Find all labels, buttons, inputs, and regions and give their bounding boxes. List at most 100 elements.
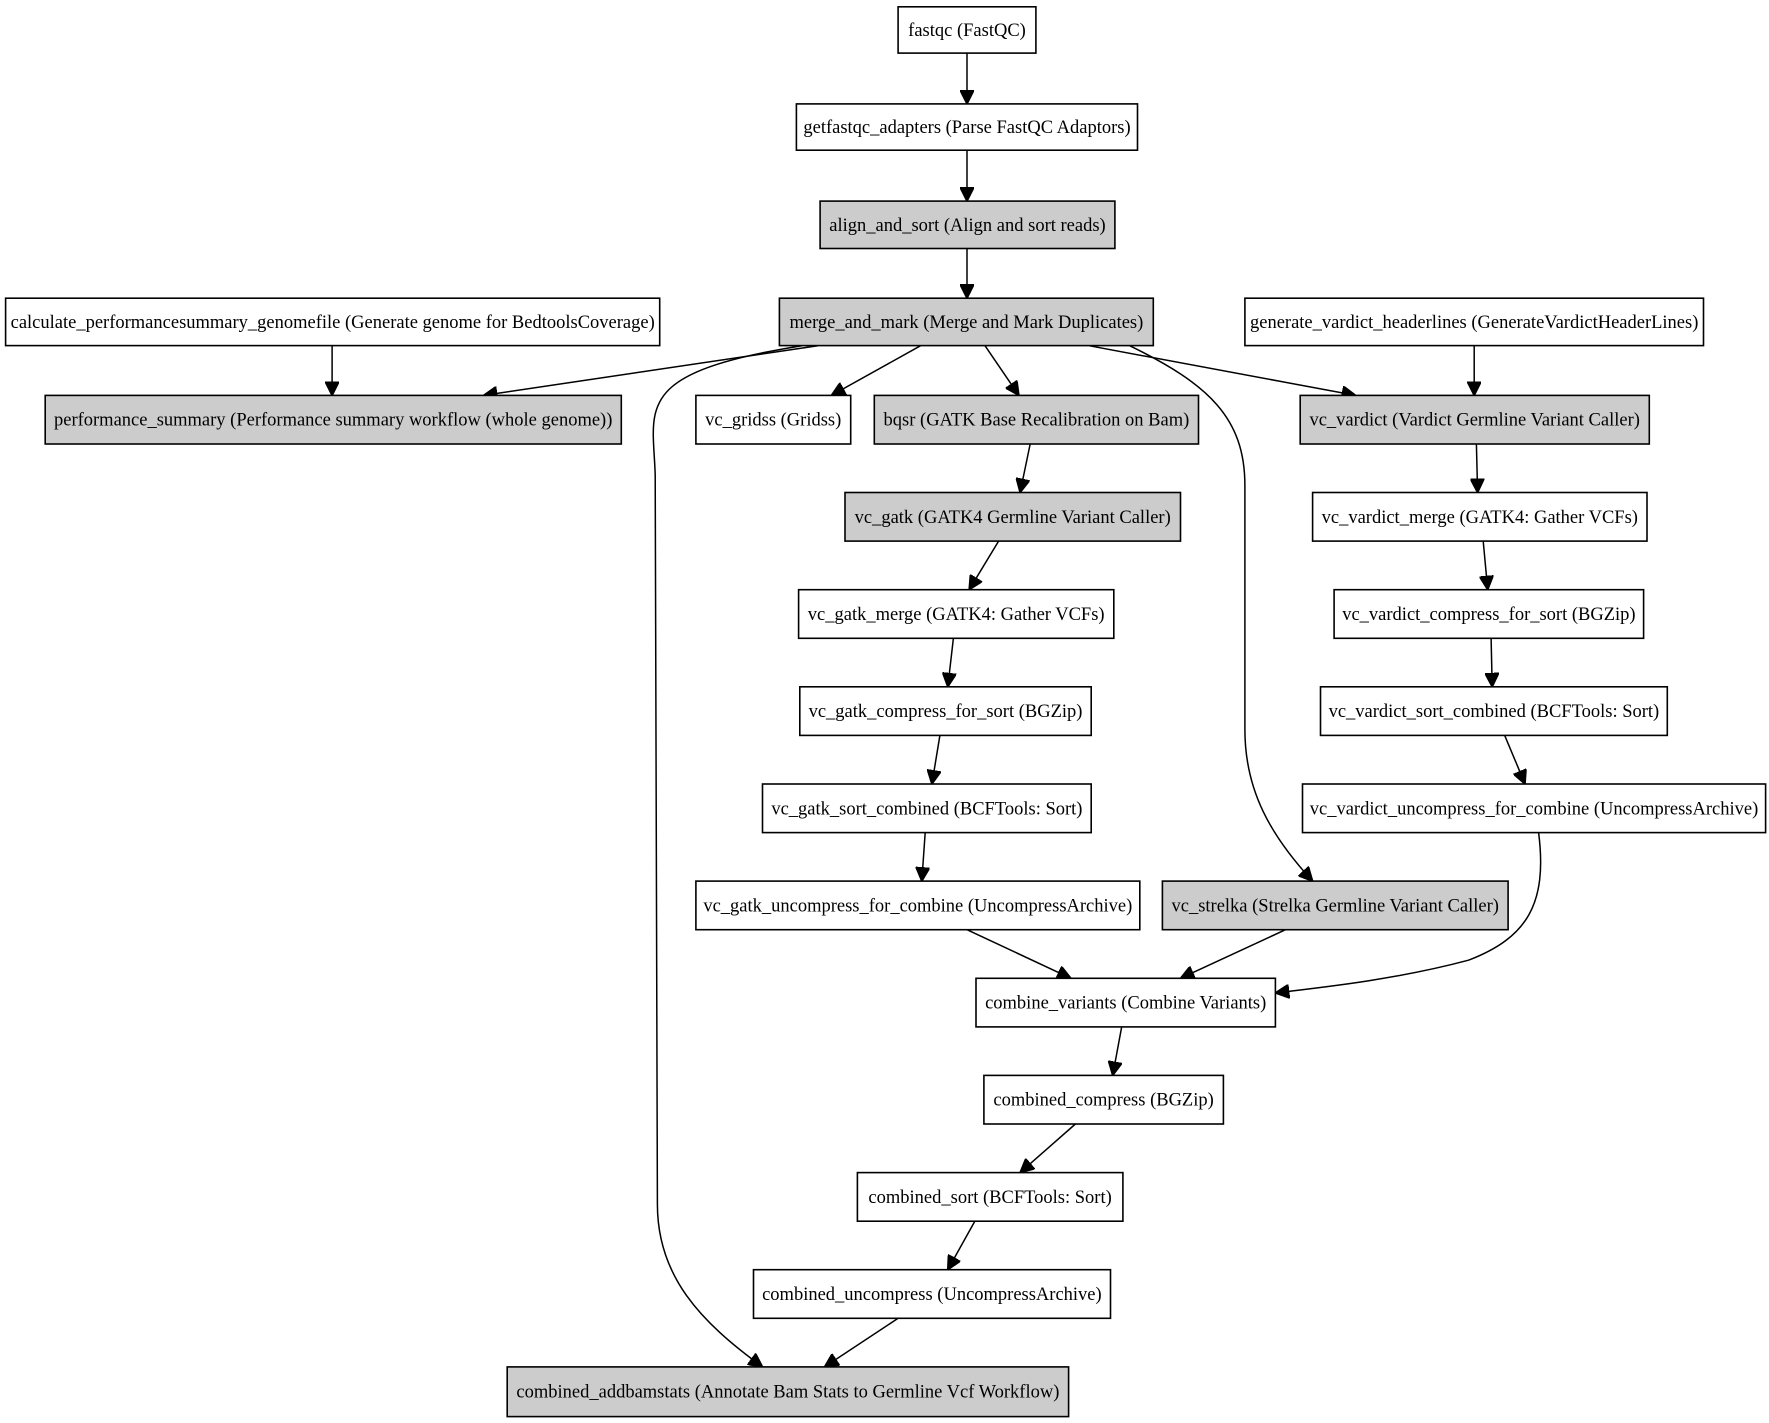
node-box (695, 880, 1141, 931)
node-box (1333, 588, 1645, 640)
node-box (983, 1074, 1225, 1125)
node-vc-vardict-sort-combined: vc_vardict_sort_combined (BCFTools: Sort… (1319, 685, 1669, 737)
edge-vc-vardict-merge-to-vc-vardict-compress-for-sort (1483, 541, 1488, 590)
node-box (752, 1268, 1112, 1320)
node-vc-gatk: vc_gatk (GATK4 Germline Variant Caller) (844, 491, 1182, 542)
node-combined-uncompress: combined_uncompress (UncompressArchive) (752, 1268, 1112, 1320)
node-label: performance_summary (Performance summary… (54, 411, 612, 431)
edge-bqsr-to-vc-gatk (1020, 443, 1031, 493)
node-label: vc_gatk_sort_combined (BCFTools: Sort) (771, 799, 1082, 819)
node-box (506, 1366, 1070, 1418)
node-vc-vardict-compress-for-sort: vc_vardict_compress_for_sort (BGZip) (1333, 588, 1645, 640)
node-merge-and-mark: merge_and_mark (Merge and Mark Duplicate… (778, 297, 1155, 347)
node-label: vc_vardict_uncompress_for_combine (Uncom… (1310, 799, 1758, 819)
node-box (44, 394, 623, 445)
node-label: vc_vardict_sort_combined (BCFTools: Sort… (1329, 702, 1660, 722)
edge-merge-and-mark-to-bqsr (984, 345, 1019, 396)
node-combined-sort: combined_sort (BCFTools: Sort) (856, 1171, 1124, 1222)
node-box (1244, 297, 1705, 347)
node-label: merge_and_mark (Merge and Mark Duplicate… (790, 313, 1144, 333)
node-box (819, 200, 1116, 250)
node-label: getfastqc_adapters (Parse FastQC Adaptor… (803, 118, 1130, 138)
edge-merge-and-mark-to-performance-summary (484, 344, 819, 396)
node-box (761, 783, 1093, 834)
node-box (795, 103, 1139, 152)
edge-vc-vardict-compress-for-sort-to-vc-vardict-sort-combined (1491, 638, 1492, 687)
node-label: combined_sort (BCFTools: Sort) (868, 1188, 1111, 1208)
edge-merge-and-mark-to-vc-gridss (831, 345, 921, 396)
node-box (1161, 880, 1509, 931)
node-vc-gatk-uncompress-for-combine: vc_gatk_uncompress_for_combine (Uncompre… (695, 880, 1141, 931)
node-layer: fastqc (FastQC) getfastqc_adapters (Parse… (4, 6, 1767, 1418)
node-align-and-sort: align_and_sort (Align and sort reads) (819, 200, 1116, 250)
node-label: combined_addbamstats (Annotate Bam Stats… (516, 1383, 1059, 1403)
edge-vc-strelka-to-combine-variants (1181, 929, 1286, 979)
edge-combine-variants-to-combined-compress (1113, 1026, 1123, 1076)
node-box (844, 491, 1182, 542)
edge-vc-vardict-to-vc-vardict-merge (1476, 443, 1477, 493)
node-label: bqsr (GATK Base Recalibration on Bam) (884, 411, 1190, 431)
edge-vc-gatk-compress-for-sort-to-vc-gatk-sort-combined (932, 735, 940, 784)
node-box (975, 977, 1277, 1028)
node-combined-compress: combined_compress (BGZip) (983, 1074, 1225, 1125)
node-vc-strelka: vc_strelka (Strelka Germline Variant Cal… (1161, 880, 1509, 931)
node-box (1301, 783, 1767, 834)
edge-merge-and-mark-to-vc-vardict (1088, 344, 1356, 396)
node-label: vc_gatk (GATK4 Germline Variant Caller) (855, 508, 1171, 528)
node-calculate-performancesummary-genomefile: calculate_performancesummary_genomefile … (4, 297, 661, 347)
node-label: calculate_performancesummary_genomefile … (11, 313, 655, 333)
node-performance-summary: performance_summary (Performance summary… (44, 394, 623, 445)
node-label: fastqc (FastQC) (908, 21, 1026, 41)
node-label: vc_strelka (Strelka Germline Variant Cal… (1171, 896, 1498, 916)
node-vc-gatk-compress-for-sort: vc_gatk_compress_for_sort (BGZip) (798, 685, 1092, 737)
edge-vc-vardict-uncompress-for-combine-to-combine-variants (1275, 832, 1542, 993)
edge-combined-sort-to-combined-uncompress (948, 1220, 976, 1270)
node-label: vc_vardict (Vardict Germline Variant Cal… (1309, 411, 1639, 431)
node-vc-gatk-merge: vc_gatk_merge (GATK4: Gather VCFs) (797, 588, 1115, 640)
node-label: vc_gridss (Gridss) (705, 411, 841, 431)
node-box (1299, 394, 1651, 445)
node-generate-vardict-headerlines: generate_vardict_headerlines (GenerateVa… (1244, 297, 1705, 347)
node-box (1319, 685, 1669, 737)
node-label: generate_vardict_headerlines (GenerateVa… (1250, 313, 1698, 333)
edge-vc-gatk-to-vc-gatk-merge (969, 540, 1000, 590)
node-label: vc_gatk_merge (GATK4: Gather VCFs) (808, 605, 1105, 625)
node-fastqc: fastqc (FastQC) (897, 6, 1037, 54)
node-getfastqc-adapters: getfastqc_adapters (Parse FastQC Adaptor… (795, 103, 1139, 152)
node-label: vc_gatk_uncompress_for_combine (Uncompre… (703, 896, 1132, 916)
edge-layer (332, 53, 1542, 1367)
node-box (4, 297, 661, 347)
node-box (778, 297, 1155, 347)
edge-combined-compress-to-combined-sort (1020, 1123, 1076, 1173)
node-box (856, 1171, 1124, 1222)
node-label: combined_compress (BGZip) (993, 1091, 1213, 1111)
node-label: combined_uncompress (UncompressArchive) (762, 1285, 1102, 1305)
node-vc-vardict: vc_vardict (Vardict Germline Variant Cal… (1299, 394, 1651, 445)
edge-combined-uncompress-to-combined-addbamstats (825, 1317, 899, 1367)
edge-vc-vardict-sort-combined-to-vc-vardict-uncompress-for-combine (1504, 735, 1525, 784)
node-label: vc_vardict_merge (GATK4: Gather VCFs) (1322, 508, 1638, 528)
node-box (873, 394, 1200, 445)
node-vc-vardict-merge: vc_vardict_merge (GATK4: Gather VCFs) (1311, 491, 1648, 542)
edge-merge-and-mark-to-vc-strelka (1129, 345, 1313, 881)
node-combine-variants: combine_variants (Combine Variants) (975, 977, 1277, 1028)
node-vc-gatk-sort-combined: vc_gatk_sort_combined (BCFTools: Sort) (761, 783, 1093, 834)
node-bqsr: bqsr (GATK Base Recalibration on Bam) (873, 394, 1200, 445)
node-label: vc_gatk_compress_for_sort (BGZip) (809, 702, 1083, 722)
node-label: combine_variants (Combine Variants) (985, 994, 1266, 1014)
node-box (797, 588, 1115, 640)
node-vc-vardict-uncompress-for-combine: vc_vardict_uncompress_for_combine (Uncom… (1301, 783, 1767, 834)
node-combined-addbamstats: combined_addbamstats (Annotate Bam Stats… (506, 1366, 1070, 1418)
node-label: vc_vardict_compress_for_sort (BGZip) (1342, 605, 1635, 625)
node-vc-gridss: vc_gridss (Gridss) (695, 394, 852, 445)
edge-merge-and-mark-to-combined-addbamstats (652, 344, 803, 1367)
node-label: align_and_sort (Align and sort reads) (829, 216, 1105, 236)
node-box (695, 394, 852, 445)
node-box (1311, 491, 1648, 542)
edge-vc-gatk-sort-combined-to-vc-gatk-uncompress-for-combine (922, 832, 925, 882)
edge-vc-gatk-uncompress-for-combine-to-combine-variants (966, 929, 1071, 979)
node-box (897, 6, 1037, 54)
edge-vc-gatk-merge-to-vc-gatk-compress-for-sort (948, 638, 954, 687)
node-box (798, 685, 1092, 737)
